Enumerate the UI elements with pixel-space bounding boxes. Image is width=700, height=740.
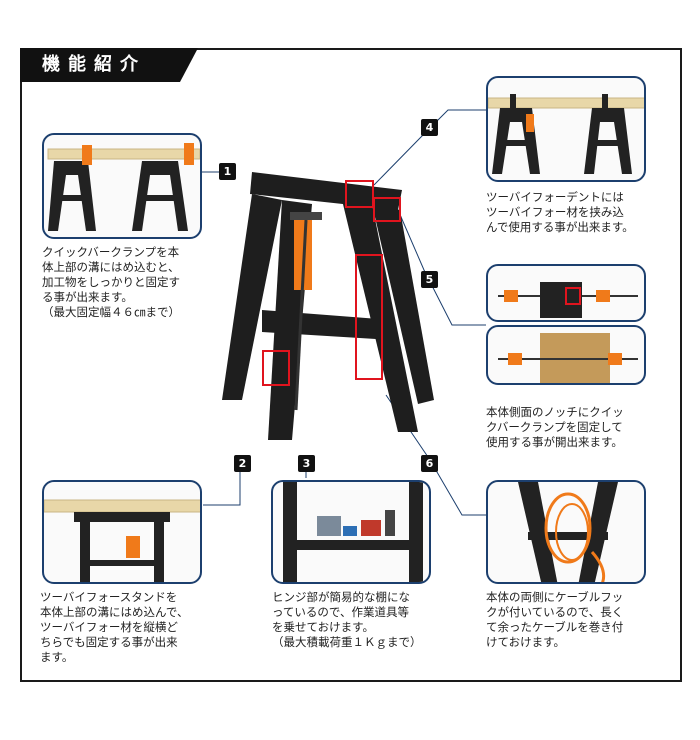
side-clamp-illustration bbox=[498, 282, 638, 318]
photo-2x4-dent bbox=[486, 76, 646, 182]
highlight-side-notch bbox=[355, 254, 383, 380]
caption-6: 本体の両側にケーブルフッ クが付いているので、長く て余ったケーブルを巻き付 け… bbox=[486, 590, 624, 649]
caption-2: ツーバイフォースタンドを 本体上部の溝にはめ込んで、 ツーバイフォー材を縦横ど … bbox=[40, 590, 189, 664]
photo-cable-hook bbox=[486, 480, 646, 584]
badge-6: 6 bbox=[421, 455, 438, 472]
leader-line-5 bbox=[397, 209, 486, 326]
sawhorse-2x4-illustration bbox=[488, 94, 644, 174]
side-clamp-board-illustration bbox=[498, 333, 638, 383]
header-banner-shape bbox=[20, 48, 198, 82]
caption-1: クイックバークランプを本 体上部の溝にはめ込むと、 加工物をしっかりと固定す る… bbox=[42, 245, 180, 319]
photo-2x4-stand bbox=[42, 480, 202, 584]
section-header: 機能紹介 bbox=[20, 48, 198, 82]
caption-4: ツーバイフォーデントには ツーバイフォー材を挟み込 んで使用する事が出来ます。 bbox=[486, 190, 634, 234]
photo-side-notch-clamp bbox=[486, 264, 646, 322]
highlight-stand-slot bbox=[262, 350, 290, 386]
badge-2: 2 bbox=[234, 455, 251, 472]
sawhorse-illustration bbox=[222, 172, 434, 440]
leader-line-2 bbox=[203, 472, 241, 506]
photo-hinge-shelf bbox=[271, 480, 431, 584]
cable-hook-illustration bbox=[518, 482, 618, 582]
photo-side-clamp-board bbox=[486, 325, 646, 385]
section-title: 機能紹介 bbox=[42, 54, 146, 75]
caption-5: 本体側面のノッチにクイッ クバークランプを固定して 使用する事が開出来ます。 bbox=[486, 405, 624, 449]
badge-5: 5 bbox=[421, 271, 438, 288]
main-sawhorse-image bbox=[222, 160, 440, 460]
caption-3: ヒンジ部が簡易的な棚にな っているので、作業道具等 を乗せておけます。 （最大積… bbox=[272, 590, 422, 649]
stand-2x4-illustration bbox=[44, 499, 200, 582]
highlight-top-groove bbox=[345, 180, 374, 208]
badge-4: 4 bbox=[421, 119, 438, 136]
photo-clamp-on-top bbox=[42, 133, 202, 239]
badge-1: 1 bbox=[219, 163, 236, 180]
highlight-2x4-dent bbox=[373, 197, 401, 222]
shelf-tools-illustration bbox=[283, 482, 423, 582]
badge-3: 3 bbox=[298, 455, 315, 472]
sawhorse-pair-illustration bbox=[47, 143, 200, 231]
content-frame bbox=[20, 48, 682, 682]
